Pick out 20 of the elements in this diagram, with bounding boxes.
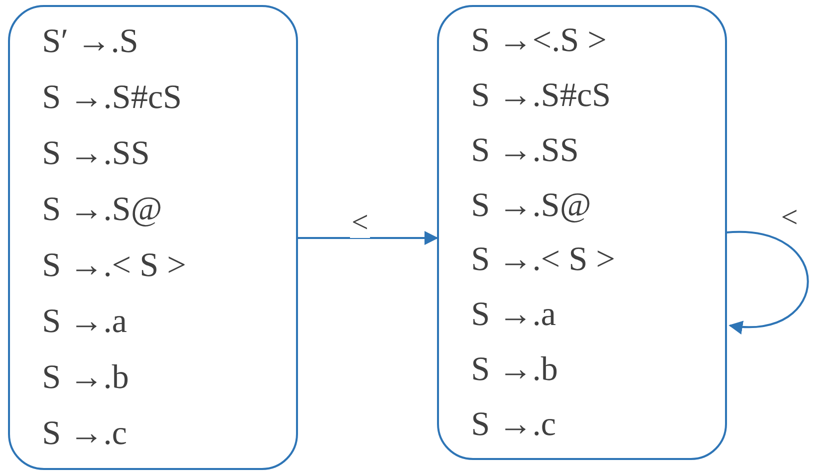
production-rule: S →.b [42,358,129,398]
production-rule: S →.c [42,414,127,454]
production-rule: S →.S@ [42,190,162,229]
production-rule: S →.S#cS [42,78,182,117]
state-box [437,5,727,460]
production-rule: S →.b [471,350,558,390]
production-rule: S →.< S > [471,240,616,280]
production-rule: S →<.S > [471,20,607,60]
production-rule: S →.S@ [471,186,592,225]
production-rule: S →.a [471,295,556,334]
production-rule: S →.SS [42,134,150,173]
arrow [298,231,438,245]
production-rule: S →.SS [471,130,579,170]
arrow [726,232,809,334]
production-rule: S →.< S > [42,246,186,286]
production-rule: S′ →.S [42,22,138,61]
production-rule: S →.a [42,302,127,342]
production-rule: S →.S#cS [471,76,611,115]
production-rule: S →.c [471,405,556,444]
state-box [8,5,298,470]
